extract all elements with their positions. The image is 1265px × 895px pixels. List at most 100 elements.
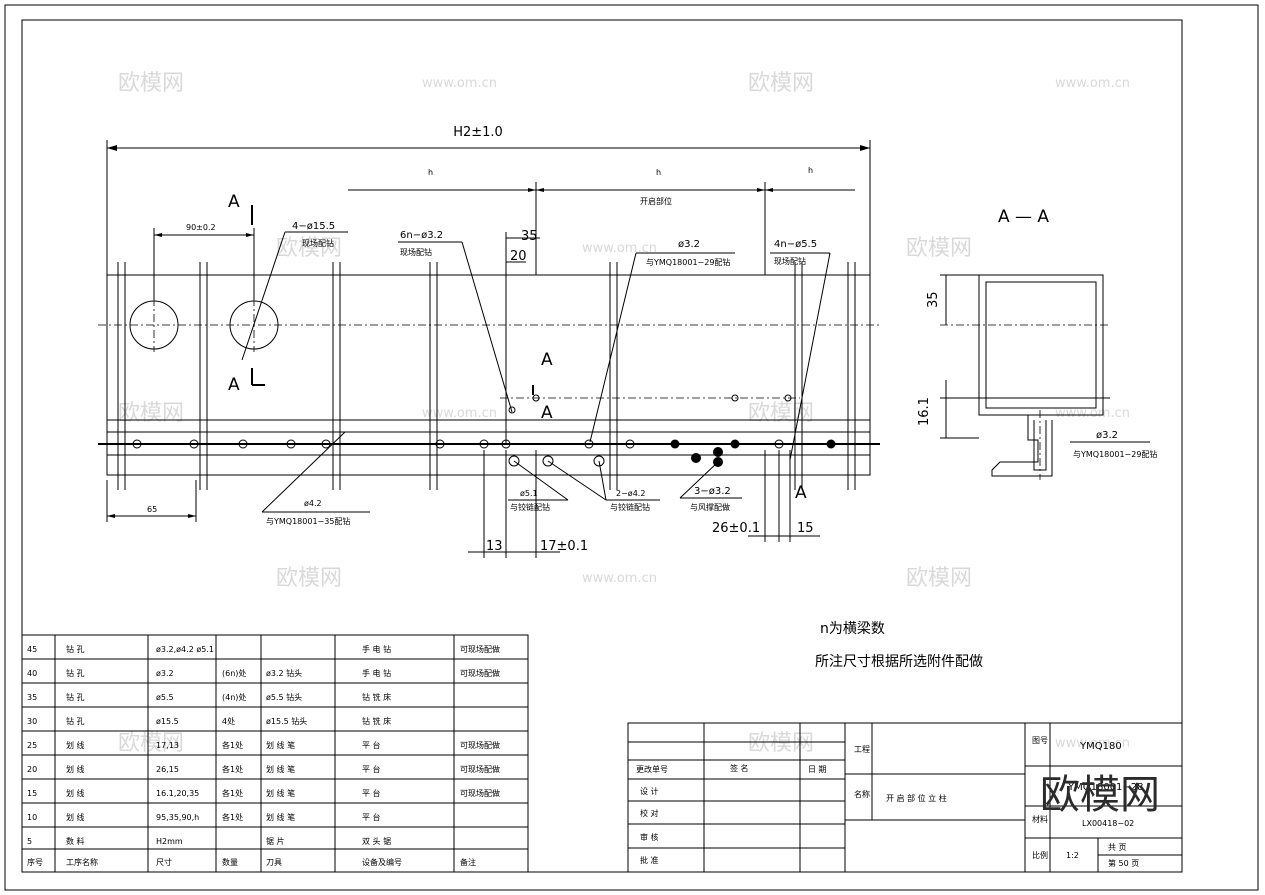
svg-text:图号: 图号 [1032, 736, 1048, 745]
svg-text:ø4.2: ø4.2 [304, 499, 322, 508]
process-cell: 钻 孔 [66, 644, 85, 654]
process-cell: 各1处 [222, 740, 243, 750]
svg-text:35: 35 [521, 229, 538, 244]
svg-text:欧模网: 欧模网 [748, 401, 814, 426]
svg-text:欧模网: 欧模网 [118, 731, 184, 756]
svg-text:ø5.1: ø5.1 [520, 489, 538, 498]
svg-text:90±0.2: 90±0.2 [186, 223, 216, 232]
process-cell: 钻 铣 床 [362, 692, 391, 702]
process-cell: 25 [27, 741, 37, 750]
process-cell: 4处 [222, 716, 235, 726]
svg-text:名称: 名称 [854, 789, 870, 799]
process-cell: 15 [27, 789, 37, 798]
svg-text:LX00418−02: LX00418−02 [1082, 819, 1134, 828]
process-cell: 平 台 [362, 764, 381, 774]
svg-text:欧模网: 欧模网 [748, 731, 814, 756]
profile-elevation [98, 262, 880, 490]
svg-text:批 准: 批 准 [640, 855, 659, 865]
svg-text:YMQ180: YMQ180 [1079, 741, 1122, 752]
process-cell: ø3.2 [156, 669, 174, 678]
svg-text:与YMQ18001−35配钻: 与YMQ18001−35配钻 [266, 516, 350, 526]
svg-text:与YMQ18001−29配钻: 与YMQ18001−29配钻 [646, 257, 730, 267]
process-cell: 钻 孔 [66, 716, 85, 726]
svg-text:YMQ18001−28: YMQ18001−28 [1067, 782, 1144, 793]
svg-text:开启部位: 开启部位 [640, 196, 672, 206]
svg-text:更改单号: 更改单号 [636, 764, 668, 774]
svg-text:www.om.cn: www.om.cn [582, 571, 657, 586]
process-cell: 可现场配做 [460, 740, 500, 750]
svg-text:欧模网: 欧模网 [906, 566, 972, 591]
svg-text:www.om.cn: www.om.cn [1055, 736, 1130, 751]
process-cell: ø5.5 [156, 693, 174, 702]
svg-text:现场配钻: 现场配钻 [302, 238, 334, 248]
svg-text:欧模网: 欧模网 [118, 71, 184, 96]
svg-text:4−ø15.5: 4−ø15.5 [292, 221, 335, 232]
watermark-layer: 欧模网 www.om.cn 欧模网 www.om.cn 欧模网 www.om.c… [118, 71, 1130, 756]
svg-text:A: A [228, 375, 240, 395]
svg-text:www.om.cn: www.om.cn [1055, 406, 1130, 421]
svg-text:A: A [228, 192, 240, 212]
svg-text:26±0.1: 26±0.1 [712, 521, 760, 536]
process-cell: 钻 铣 床 [362, 716, 391, 726]
svg-text:与铰链配钻: 与铰链配钻 [510, 502, 550, 512]
svg-text:h: h [428, 168, 433, 177]
process-header: 刀具 [266, 858, 282, 867]
svg-text:13: 13 [486, 539, 503, 554]
title-block: 更改单号 签 名 日 期 设 计 校 对 审 核 批 准 工程 名称 开 启 部… [627, 722, 1183, 873]
process-cell: 可现场配做 [460, 644, 500, 654]
process-cell: 划 线 笔 [266, 740, 295, 750]
process-cell: 各1处 [222, 812, 243, 822]
process-cell: 锯 片 [266, 836, 285, 846]
svg-text:与YMQ18001−29配钻: 与YMQ18001−29配钻 [1073, 449, 1157, 459]
svg-text:4n−ø5.5: 4n−ø5.5 [774, 239, 817, 250]
svg-text:www.om.cn: www.om.cn [422, 76, 497, 91]
elevation-callouts: 4−ø15.5 现场配钻 6n−ø3.2 现场配钻 35 20 ø3.2 与YM… [241, 221, 831, 526]
svg-text:设 计: 设 计 [640, 786, 659, 796]
svg-text:欧模网: 欧模网 [276, 236, 342, 261]
process-header: 序号 [27, 857, 43, 867]
svg-text:工程: 工程 [854, 745, 870, 754]
svg-text:欧模网: 欧模网 [906, 236, 972, 261]
svg-text:h: h [656, 168, 661, 177]
svg-text:与铰链配钻: 与铰链配钻 [610, 502, 650, 512]
svg-text:www.om.cn: www.om.cn [582, 241, 657, 256]
process-cell: 35 [27, 693, 37, 702]
process-cell: 划 线 笔 [266, 764, 295, 774]
process-cell: 划 线 笔 [266, 812, 295, 822]
svg-text:比例: 比例 [1032, 850, 1048, 860]
process-cell: 双 头 锯 [362, 836, 391, 846]
process-cell: (6n)处 [222, 668, 246, 678]
svg-text:A — A: A — A [998, 207, 1049, 227]
process-cell: 5 [27, 837, 32, 846]
process-header: 备注 [460, 857, 476, 867]
process-header: 数量 [222, 857, 238, 867]
svg-text:ø3.2: ø3.2 [678, 239, 700, 250]
process-cell: (4n)处 [222, 692, 246, 702]
process-header: 尺寸 [156, 857, 172, 867]
svg-text:欧模网: 欧模网 [118, 401, 184, 426]
svg-text:ø3.2: ø3.2 [1096, 430, 1118, 441]
svg-text:2−ø4.2: 2−ø4.2 [616, 489, 645, 498]
svg-text:65: 65 [147, 505, 157, 514]
svg-text:开 启 部 位 立 柱: 开 启 部 位 立 柱 [886, 793, 947, 803]
process-cell: ø3.2 钻头 [266, 668, 302, 678]
svg-text:共 页: 共 页 [1108, 843, 1127, 852]
overall-dimension: H2±1.0 [106, 125, 871, 275]
process-cell: 可现场配做 [460, 764, 500, 774]
process-cell: 可现场配做 [460, 788, 500, 798]
svg-text:材料: 材料 [1032, 814, 1048, 824]
svg-text:15: 15 [797, 521, 814, 536]
process-header: 工序名称 [66, 857, 98, 867]
svg-text:h: h [808, 166, 813, 175]
svg-text:A: A [541, 403, 553, 423]
bottom-dimensions: 65 13 17±0.1 26±0.1 15 [106, 450, 820, 558]
process-cell: 30 [27, 717, 37, 726]
process-cell: 20 [27, 765, 37, 774]
process-cell: 数 料 [66, 836, 85, 846]
svg-text:A: A [795, 483, 807, 503]
svg-text:35: 35 [926, 291, 941, 308]
svg-text:欧模网: 欧模网 [748, 71, 814, 96]
process-cell: 平 台 [362, 812, 381, 822]
svg-text:现场配钻: 现场配钻 [400, 247, 432, 257]
